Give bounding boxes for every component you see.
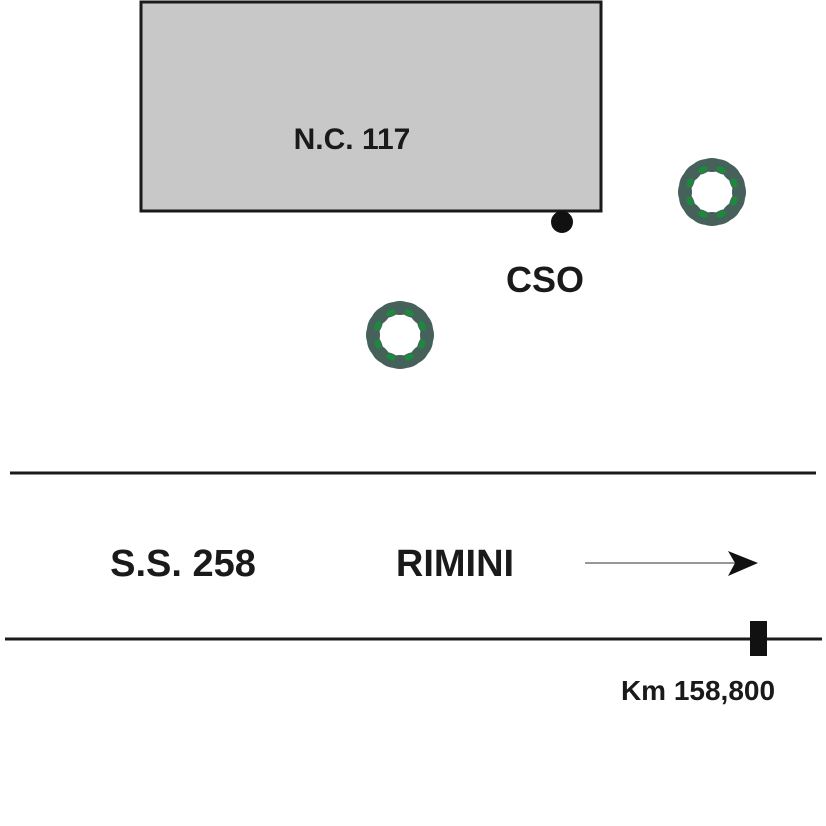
leaf-highlight	[686, 178, 694, 188]
leaf-highlight	[716, 166, 726, 174]
cso-label: CSO	[506, 259, 584, 300]
kilometer-marker	[750, 621, 767, 656]
leaf-highlight	[698, 210, 708, 218]
leaf-highlight	[418, 321, 426, 331]
direction-arrow-icon	[585, 551, 758, 576]
leaf	[729, 170, 745, 194]
cso-point	[551, 211, 573, 233]
leaf-highlight	[386, 353, 396, 361]
kilometer-label: Km 158,800	[621, 675, 775, 706]
leaf-highlight	[716, 210, 726, 218]
leaf-highlight	[404, 309, 414, 317]
building-rect	[139, 0, 603, 213]
leaf-highlight	[730, 196, 738, 206]
leaf-highlight	[730, 178, 738, 188]
tree-icon	[366, 301, 434, 369]
leaf	[417, 313, 433, 337]
direction-label: RIMINI	[396, 543, 514, 585]
building-label: N.C. 117	[294, 123, 411, 156]
leaf-highlight	[386, 309, 396, 317]
leaf-highlight	[698, 166, 708, 174]
leaf-highlight	[686, 196, 694, 206]
leaf-highlight	[374, 321, 382, 331]
road-name: S.S. 258	[110, 543, 256, 585]
leaf-highlight	[418, 339, 426, 349]
leaf-highlight	[404, 353, 414, 361]
leaf-highlight	[374, 339, 382, 349]
tree-icon	[678, 158, 746, 226]
